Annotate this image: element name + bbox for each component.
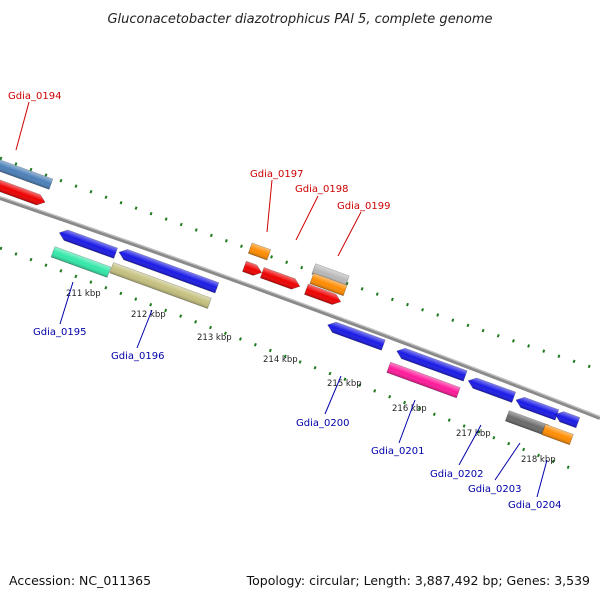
gene-label-gdia-0198[interactable]: Gdia_0198 [295, 184, 348, 195]
leader-line-gdia-0197 [266, 179, 273, 233]
map-title: Gluconacetobacter diazotrophicus PAl 5, … [107, 12, 492, 27]
gene-gdia-0193-box[interactable] [0, 158, 54, 190]
gene-label-gdia-0194[interactable]: Gdia_0194 [8, 91, 61, 102]
gene-gdia-0196-box[interactable] [109, 262, 212, 309]
gene-gdia-0197-box[interactable] [247, 242, 272, 261]
gene-gdia-0200-arrow[interactable] [326, 320, 386, 351]
gene-gdia-0204-box[interactable] [541, 423, 574, 446]
gene-gdia-0198-arrow[interactable] [259, 267, 301, 291]
gene-gdia-0202-arrow[interactable] [466, 376, 517, 403]
genome-backbone [0, 196, 600, 420]
gene-label-gdia-0202[interactable]: Gdia_0202 [430, 469, 483, 480]
gene-gdia-0195-box[interactable] [50, 246, 112, 278]
gene-label-gdia-0201[interactable]: Gdia_0201 [371, 446, 424, 457]
scale-tick-label: 213 kbp [197, 333, 232, 343]
gene-gdia-0201-box[interactable] [386, 361, 461, 399]
leader-line-gdia-0203 [494, 442, 521, 481]
scale-tick-label: 216 kbp [392, 404, 427, 414]
gene-gdia-0201-arrow[interactable] [395, 346, 468, 382]
gene-gdia-0196-arrow-top[interactable] [117, 247, 220, 294]
scale-tick-label: 214 kbp [263, 355, 298, 365]
gene-label-gdia-0195[interactable]: Gdia_0195 [33, 327, 86, 338]
leader-line-gdia-0198 [295, 195, 319, 241]
genome-summary-text: Topology: circular; Length: 3,887,492 bp… [246, 573, 590, 588]
gene-label-gdia-0203[interactable]: Gdia_0203 [468, 484, 521, 495]
gene-gdia-0195-arrow-top[interactable] [57, 228, 118, 259]
leader-line-gdia-0200 [324, 375, 342, 415]
leader-line-gdia-0195 [59, 281, 74, 325]
leader-line-gdia-0196 [136, 309, 153, 349]
gene-label-gdia-0197[interactable]: Gdia_0197 [250, 169, 303, 180]
gene-label-gdia-0199[interactable]: Gdia_0199 [337, 201, 390, 212]
scale-tick-label: 217 kbp [456, 429, 491, 439]
scale-tick-label: 212 kbp [131, 310, 166, 320]
leader-line-gdia-0201 [398, 399, 416, 444]
gene-gdia-0199-box[interactable] [309, 272, 348, 297]
leader-line-gdia-0202 [458, 424, 482, 466]
leader-line-gdia-0199 [337, 211, 362, 257]
accession-text: Accession: NC_011365 [9, 573, 151, 588]
gene-label-gdia-0204[interactable]: Gdia_0204 [508, 500, 561, 511]
gene-label-gdia-0200[interactable]: Gdia_0200 [296, 418, 349, 429]
scale-tick-label: 218 kbp [521, 455, 556, 465]
leader-line-gdia-0204 [536, 459, 548, 498]
gene-gdia-0204-arrow[interactable] [553, 409, 581, 429]
gene-gdia-0199-arrow[interactable] [304, 283, 342, 307]
scale-tick-label: 211 kbp [66, 289, 101, 299]
scale-tick-label: 215 kbp [327, 379, 362, 389]
leader-line-gdia-0194 [15, 101, 30, 151]
gene-gdia-0194-arrow[interactable] [0, 179, 47, 208]
gene-gdia-0197-arrow[interactable] [242, 260, 264, 278]
gene-label-gdia-0196[interactable]: Gdia_0196 [111, 351, 164, 362]
